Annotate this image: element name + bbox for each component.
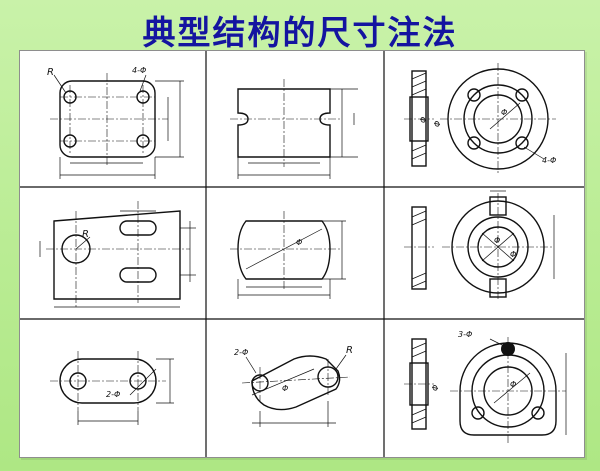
- label-three-phi: 3-Φ: [458, 330, 472, 339]
- drawing-plate-slots: R: [39, 201, 196, 308]
- label-four-phi-front: 4-Φ: [542, 156, 556, 165]
- drawing-plate-four-holes: R 4-Φ: [47, 66, 184, 179]
- label-phi-disk-2: Φ: [510, 250, 516, 259]
- label-phi-ring-front: Φ: [510, 380, 516, 389]
- label-phi-link: Φ: [282, 384, 288, 393]
- label-phi-bore: Φ: [296, 238, 302, 247]
- label-phi-front: Φ: [501, 108, 507, 117]
- label-phi-ring-side: Φ: [431, 385, 440, 391]
- label-r: R: [47, 67, 54, 78]
- drawing-flange-four-holes: Φ Φ Φ 4-Φ: [404, 63, 556, 175]
- label-four-phi: 4-Φ: [132, 66, 146, 75]
- label-phi-side-2: Φ: [433, 121, 442, 127]
- label-r-link: R: [346, 345, 353, 356]
- label-two-phi-link: 2-Φ: [234, 348, 248, 357]
- drawing-panel: R 4-Φ Φ Φ: [19, 50, 585, 458]
- drawing-plate-bore: Φ: [230, 211, 346, 299]
- drawing-slotted-disk: Φ Φ: [404, 190, 555, 301]
- label-phi-side-1: Φ: [419, 117, 428, 123]
- drawing-obround-two-holes: 2-Φ: [50, 351, 174, 425]
- grid-lines: [20, 51, 584, 457]
- page-title: 典型结构的尺寸注法: [142, 16, 458, 52]
- label-two-phi-obround: 2-Φ: [106, 390, 120, 399]
- drawing-link-two-bosses: 2-Φ R Φ: [234, 345, 353, 427]
- drawing-ring-three-holes: Φ 3-Φ Φ: [404, 330, 567, 445]
- drawing-block-side-slots: [230, 79, 358, 179]
- label-phi-disk-1: Φ: [494, 236, 500, 245]
- label-r-slots: R: [82, 229, 89, 240]
- drawing-sheet: R 4-Φ Φ Φ: [20, 51, 584, 457]
